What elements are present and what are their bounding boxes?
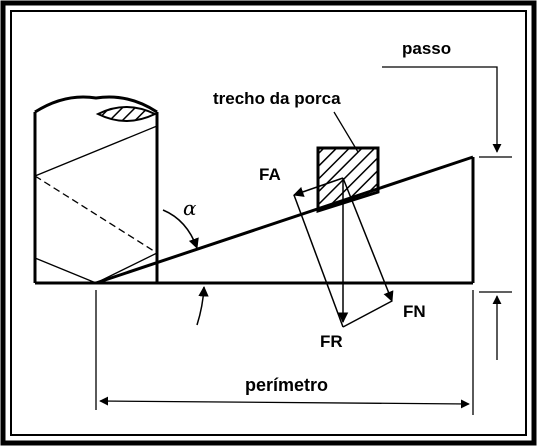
label-alpha: α	[183, 196, 197, 220]
label-fn: FN	[403, 302, 426, 321]
label-fr: FR	[320, 332, 343, 351]
force-vectors	[293, 177, 394, 328]
label-trecho-da-porca: trecho da porca	[213, 89, 341, 108]
label-perimetro: perímetro	[245, 375, 328, 395]
nut-leader-line	[333, 111, 359, 153]
inner-frame	[10, 10, 527, 436]
inclined-plane	[35, 155, 475, 285]
alpha-arc-bottom	[196, 285, 209, 326]
label-fa: FA	[259, 165, 281, 184]
perimetro-dimension	[95, 290, 474, 415]
screw-cylinder	[33, 95, 159, 284]
cylinder-section-hatch	[95, 106, 158, 122]
nut-block	[316, 146, 380, 214]
label-passo: passo	[402, 39, 451, 58]
alpha-arc-top	[162, 209, 199, 249]
passo-dimension	[382, 66, 512, 360]
